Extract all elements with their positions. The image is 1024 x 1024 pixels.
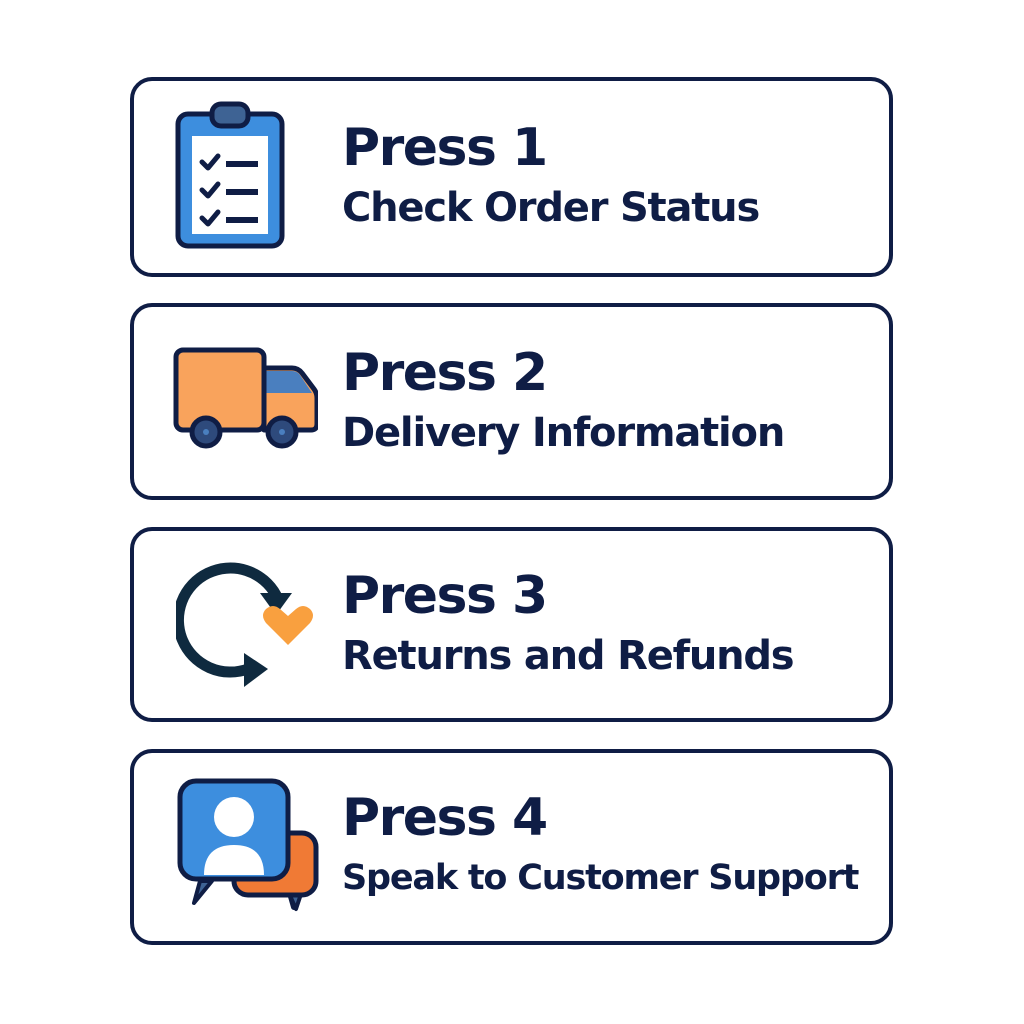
menu-option-4[interactable]: Press 4 Speak to Customer Support (130, 749, 893, 945)
option-label: Delivery Information (342, 409, 785, 456)
option-label: Speak to Customer Support (342, 858, 859, 898)
support-chat-icon (176, 777, 320, 917)
return-arrow-heart-icon (172, 557, 316, 693)
delivery-truck-icon (172, 346, 320, 458)
menu-option-3[interactable]: Press 3 Returns and Refunds (130, 527, 893, 722)
menu-option-2[interactable]: Press 2 Delivery Information (130, 303, 893, 500)
press-key-label: Press 2 (342, 342, 548, 403)
option-label: Check Order Status (342, 185, 760, 231)
press-key-label: Press 3 (342, 565, 548, 626)
press-key-label: Press 1 (342, 118, 548, 178)
clipboard-checklist-icon (174, 100, 286, 254)
option-label: Returns and Refunds (342, 632, 795, 679)
menu-option-1[interactable]: Press 1 Check Order Status (130, 77, 893, 277)
press-key-label: Press 4 (342, 788, 548, 848)
